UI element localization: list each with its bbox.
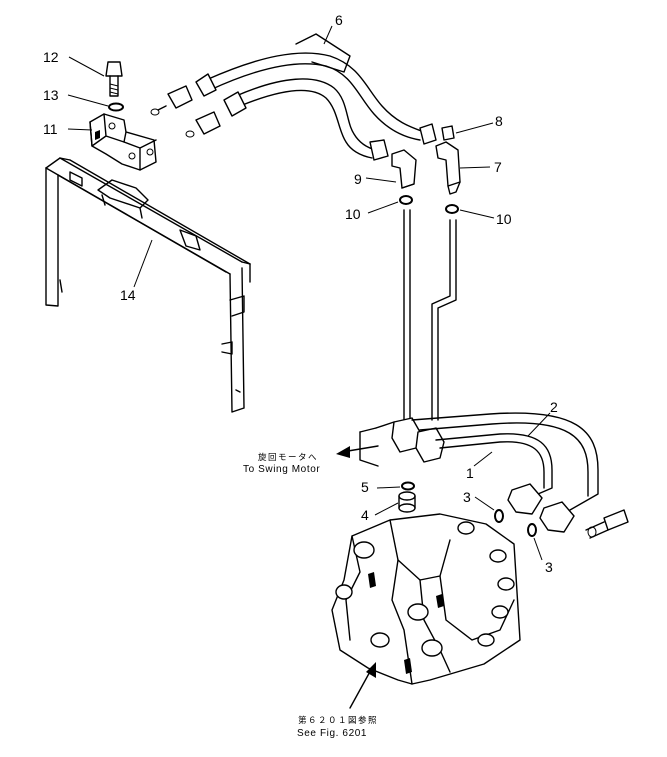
valve-block <box>89 113 157 171</box>
o-ring-3b <box>527 523 537 537</box>
callout-6: 6 <box>335 12 343 28</box>
callout-8: 8 <box>495 113 503 129</box>
pipe-1 <box>435 433 553 501</box>
callout-1: 1 <box>466 465 474 481</box>
plug-4 <box>398 491 416 513</box>
swing-motor-arrow <box>336 445 379 458</box>
o-ring-right <box>445 204 459 214</box>
callout-3b: 3 <box>545 559 553 575</box>
callout-7: 7 <box>494 159 502 175</box>
tee-fitting <box>435 141 461 195</box>
callout-9: 9 <box>354 171 362 187</box>
callout-11: 11 <box>43 121 58 137</box>
nipple-fitting <box>441 125 455 141</box>
pipe-2 <box>411 412 599 511</box>
bolt <box>105 61 123 97</box>
vertical-pipes <box>403 209 457 421</box>
o-ring-left <box>399 195 413 205</box>
hose-label-flag <box>295 33 351 73</box>
callout-12: 12 <box>43 49 59 65</box>
callout-10a: 10 <box>345 206 361 222</box>
elbow-fitting <box>391 149 417 189</box>
swing-motor-note-jp: 旋回モータへ <box>258 452 318 463</box>
callout-3a: 3 <box>463 489 471 505</box>
o-ring-5 <box>401 481 415 491</box>
see-fig-arrow <box>349 662 376 709</box>
washer <box>108 102 124 112</box>
leader-lines <box>67 25 551 561</box>
see-fig-note-en: See Fig. 6201 <box>297 728 367 739</box>
callout-10b: 10 <box>496 211 512 227</box>
callout-2: 2 <box>550 399 558 415</box>
hose-lower <box>223 78 389 161</box>
pipe-flanges <box>507 483 575 533</box>
callout-4: 4 <box>361 507 369 523</box>
hose-upper <box>195 52 437 145</box>
o-ring-3a <box>494 509 504 523</box>
flange-bolt <box>585 509 629 539</box>
see-fig-note-jp: 第６２０１図参照 <box>298 715 378 726</box>
control-valve <box>331 513 521 685</box>
fitting-lower <box>185 111 221 138</box>
fitting-upper <box>150 85 193 116</box>
callout-14: 14 <box>120 287 136 303</box>
frame-bracket <box>45 157 251 413</box>
swing-motor-note-en: To Swing Motor <box>243 464 320 475</box>
callout-13: 13 <box>43 87 59 103</box>
callout-5: 5 <box>361 479 369 495</box>
flange-clamps <box>359 417 445 467</box>
